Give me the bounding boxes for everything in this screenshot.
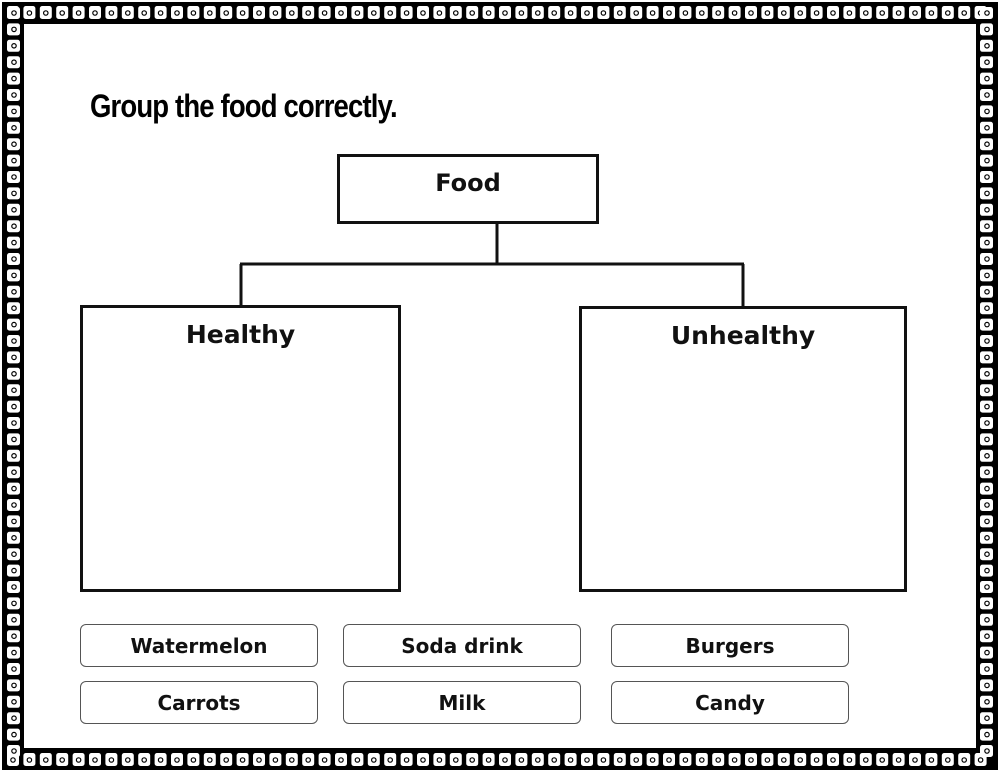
instruction-title: Group the food correctly. — [90, 88, 398, 124]
item-soda-drink[interactable]: Soda drink — [343, 624, 581, 667]
item-candy[interactable]: Candy — [611, 681, 849, 724]
healthy-label: Healthy — [185, 320, 296, 349]
item-watermelon[interactable]: Watermelon — [80, 624, 318, 667]
category-root-box: Food — [337, 154, 599, 224]
category-root-label: Food — [435, 169, 501, 197]
item-milk[interactable]: Milk — [343, 681, 581, 724]
unhealthy-label: Unhealthy — [670, 321, 816, 350]
item-carrots[interactable]: Carrots — [80, 681, 318, 724]
item-burgers[interactable]: Burgers — [611, 624, 849, 667]
healthy-drop-zone[interactable]: Healthy — [80, 305, 401, 592]
unhealthy-drop-zone[interactable]: Unhealthy — [579, 306, 907, 592]
